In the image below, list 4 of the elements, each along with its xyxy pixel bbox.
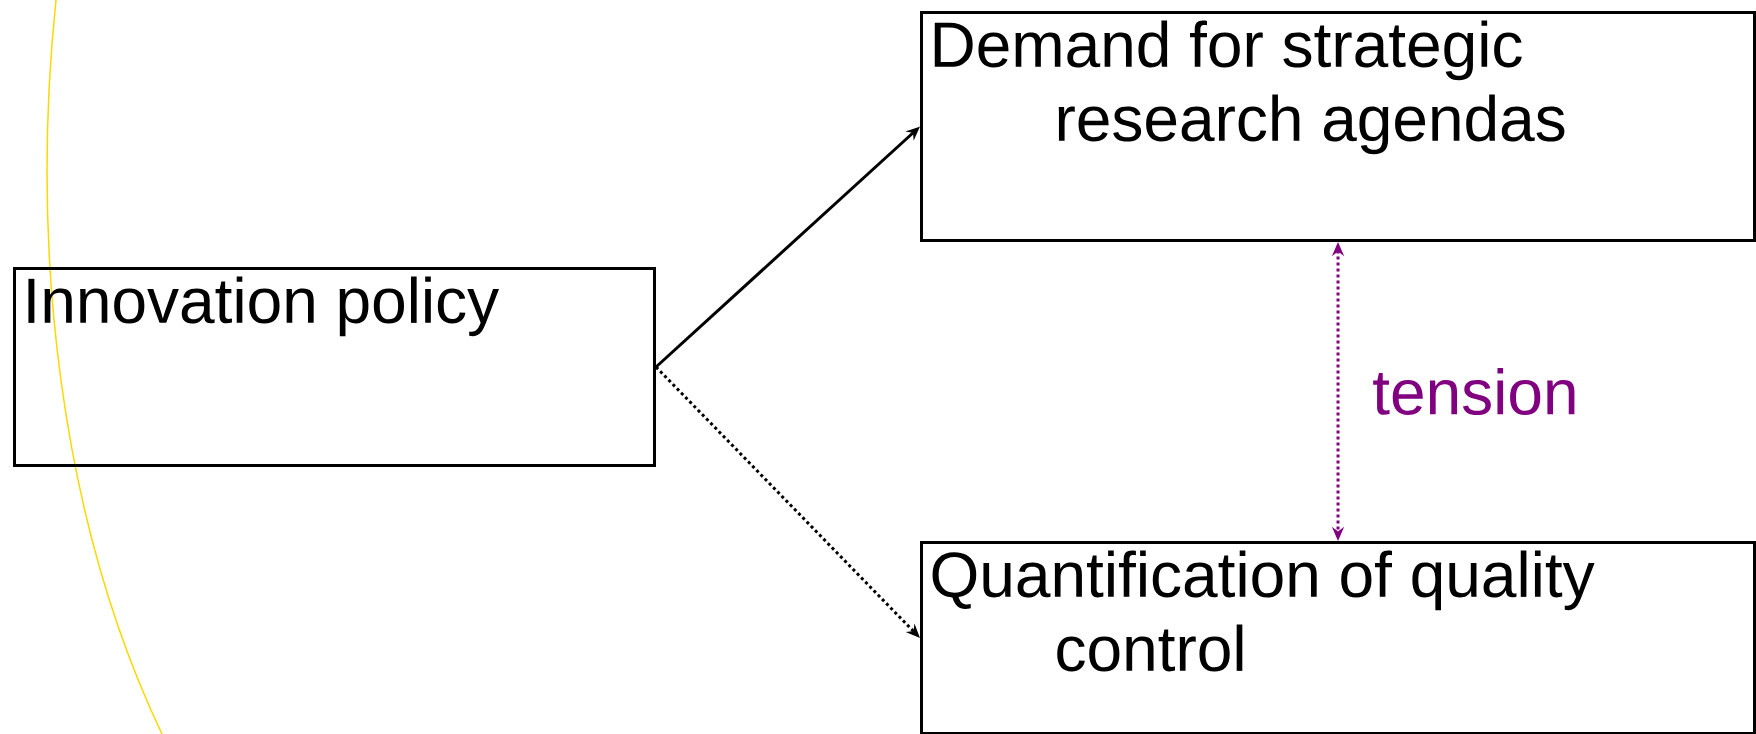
edge-label: tension: [1370, 366, 1581, 417]
process-box: Demand for strategic research agendas: [920, 11, 1756, 242]
process-box: Quantification of quality control: [920, 541, 1756, 734]
arrow: [654, 365, 920, 638]
